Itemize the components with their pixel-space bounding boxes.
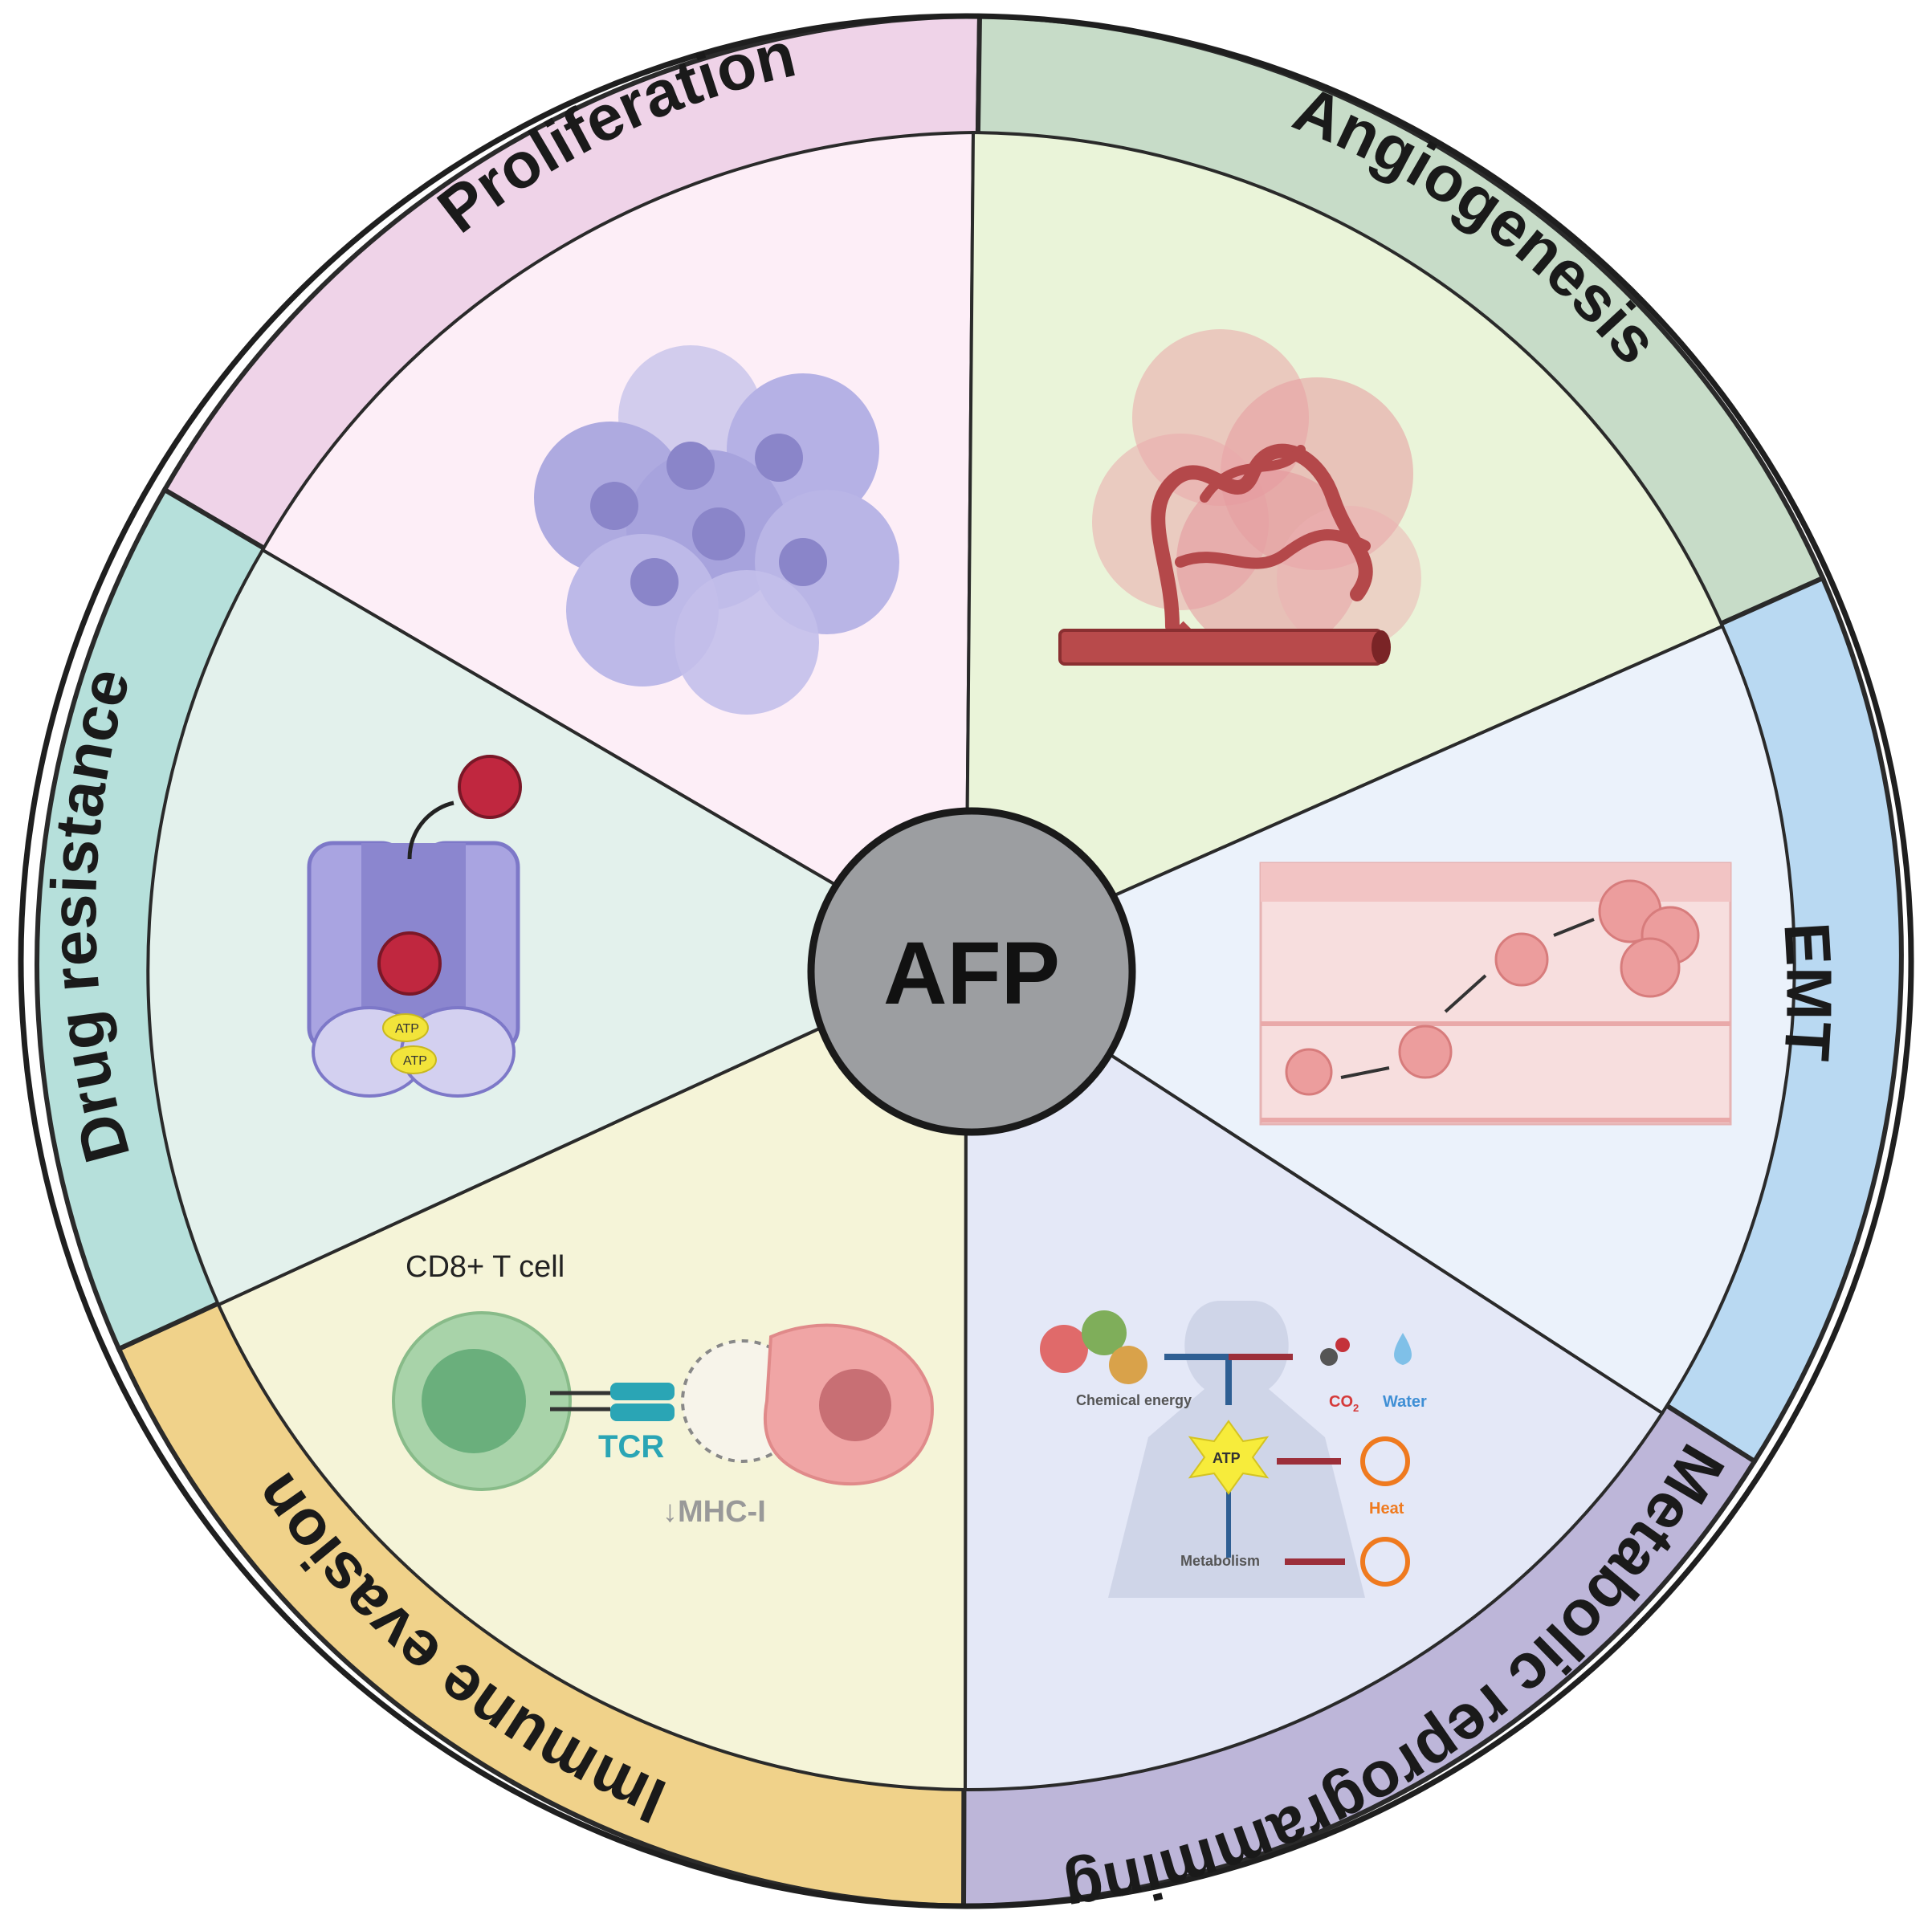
- drug-efflux-pump-illustration: ATP ATP: [307, 755, 522, 1098]
- sector-drug: [146, 548, 970, 1307]
- center-circle: [807, 807, 1136, 1136]
- text-metabolism: Metabolism: [1180, 1553, 1260, 1569]
- immune-evasion-illustration: CD8+ T cell TCR ↓MHC-I: [392, 1250, 934, 1529]
- text-atp-1: ATP: [395, 1022, 419, 1036]
- text-heat: Heat: [1369, 1500, 1404, 1518]
- text-chemical-energy: Chemical energy: [1076, 1392, 1192, 1408]
- text-mhc-i: ↓MHC-I: [662, 1495, 766, 1529]
- cancer-cell-cluster-illustration: [534, 345, 899, 715]
- outer-border: [18, 13, 1914, 1909]
- text-co2: CO2: [1329, 1393, 1359, 1414]
- label-emt: EMT: [1771, 920, 1844, 1062]
- metabolic-illustration: Chemical energy CO2 Water ATP Heat Metab…: [1040, 1301, 1427, 1598]
- angiogenesis-tumor-illustration: [1058, 329, 1421, 666]
- text-atp-metabolic: ATP: [1213, 1450, 1241, 1466]
- text-water: Water: [1383, 1393, 1427, 1411]
- sector-immune: [216, 958, 968, 1792]
- text-cd8-t-cell: CD8+ T cell: [406, 1250, 565, 1284]
- text-tcr: TCR: [598, 1429, 664, 1465]
- emt-illustration: [1259, 862, 1732, 1126]
- text-atp-2: ATP: [403, 1054, 427, 1068]
- center-label: AFP: [883, 924, 1060, 1023]
